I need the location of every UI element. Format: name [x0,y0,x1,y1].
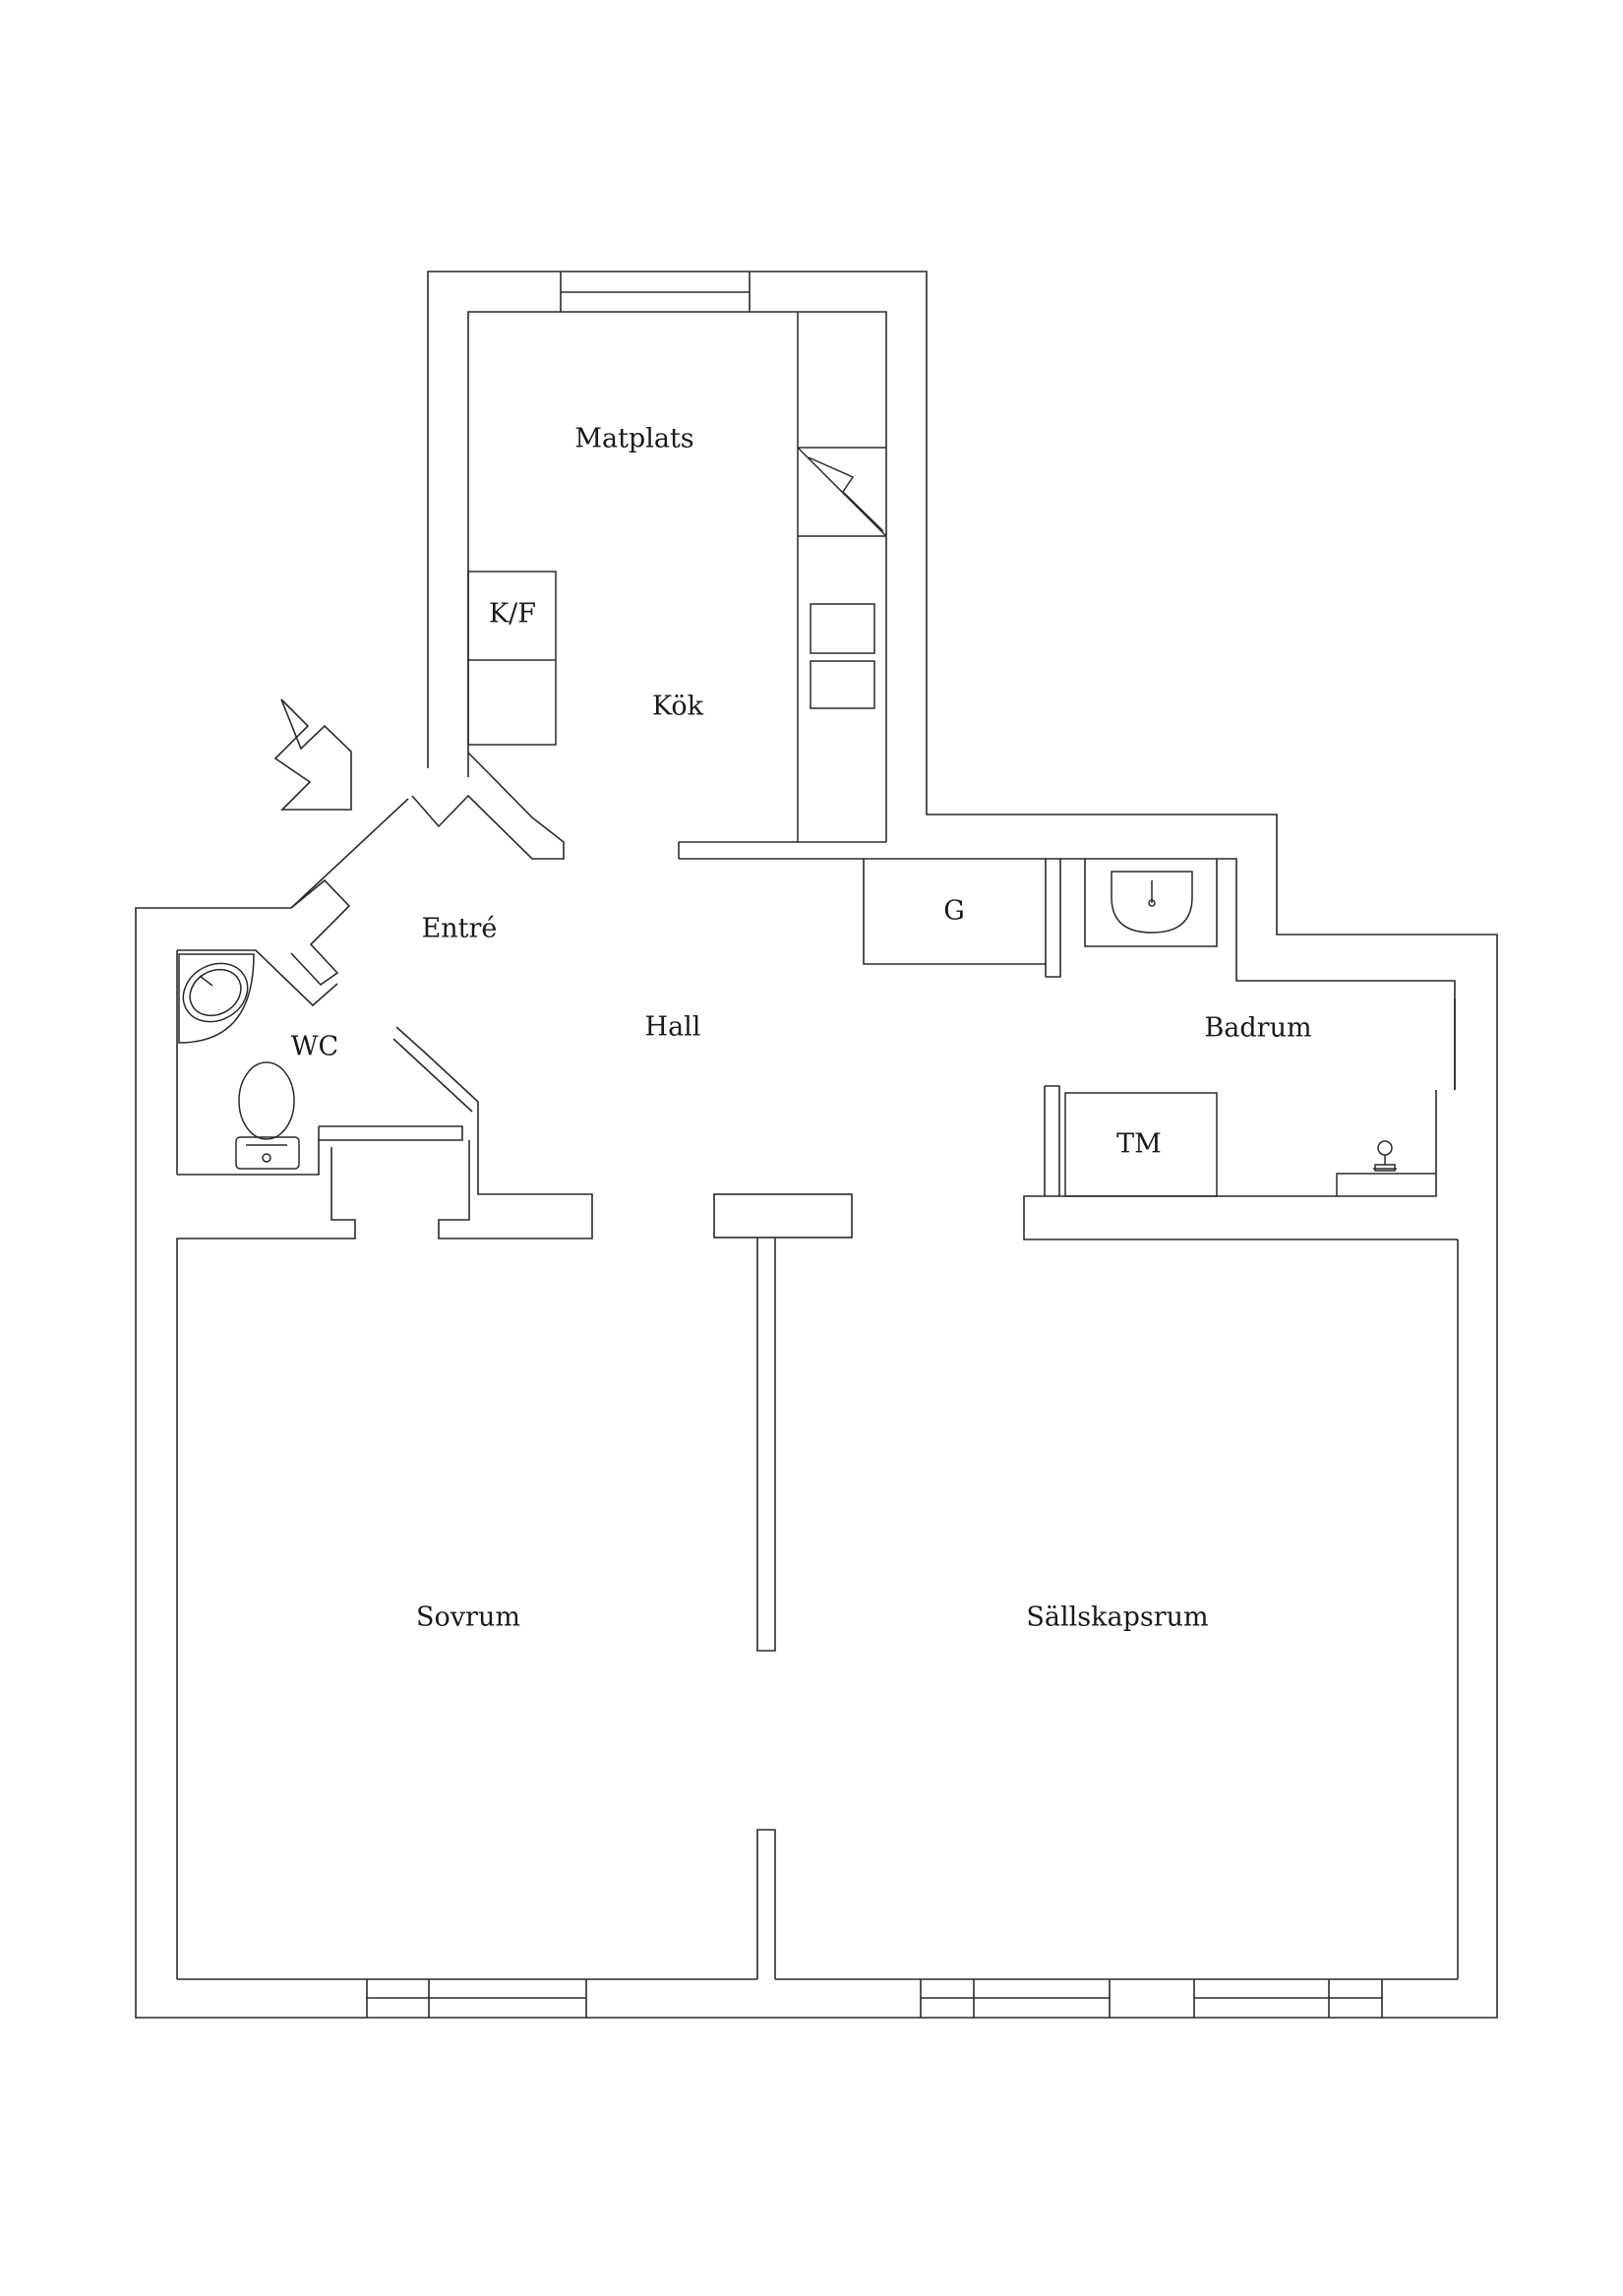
wc-sink-icon [178,953,255,1044]
entrance-door [290,878,351,987]
bathroom-walls [1023,858,1458,1240]
closet-g [863,858,1061,978]
window-sallskapsrum-1 [920,1979,1111,2018]
room-label-sallskapsrum: Sällskapsrum [1026,1602,1208,1633]
window-sallskapsrum-2 [1193,1979,1383,2018]
room-label-wc: WC [291,1032,338,1062]
room-label-badrum: Badrum [1204,1013,1311,1044]
fixture-label-g: G [943,896,965,927]
room-label-entre: Entré [422,914,498,944]
bottom-interior-wall [177,1239,1459,1980]
room-label-kok: Kök [652,692,704,722]
toilet-icon [235,1061,300,1170]
bath-sink-icon [1111,871,1193,934]
washing-machine-tm [1064,1092,1218,1197]
kitchen-sink [810,603,875,709]
partition-wall [713,1193,853,1979]
kitchen-counter [797,312,886,842]
window-sovrum [366,1979,587,2018]
room-label-hall: Hall [645,1012,701,1043]
fixture-label-tm: TM [1116,1129,1162,1160]
fixture-label-kf: K/F [489,599,536,630]
exterior-walls [135,271,1498,2019]
entrance-arrow-icon [273,698,352,811]
room-label-sovrum: Sovrum [416,1602,520,1633]
wc-room-walls [176,949,463,1176]
stove-icon [797,447,887,537]
shower-icon [1336,1140,1436,1196]
kitchen-hall-wall [411,752,1047,977]
room-label-matplats: Matplats [574,424,693,454]
fridge-freezer [467,571,557,746]
kitchen-window [560,272,751,312]
hall-lower-walls [176,1026,593,1979]
